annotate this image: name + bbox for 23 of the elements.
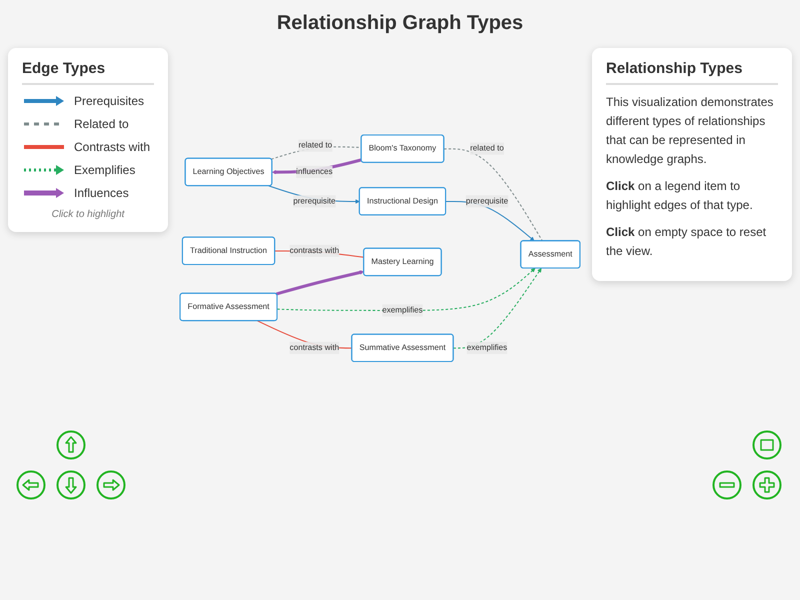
edge-label: related to <box>298 140 332 150</box>
arrow <box>276 270 364 296</box>
legend-label: Influences <box>74 186 129 200</box>
legend-label: Related to <box>74 117 129 131</box>
legend-label: Exemplifies <box>74 163 136 177</box>
arrow <box>453 268 542 348</box>
edge-label: contrasts with <box>290 246 340 255</box>
edge-label: contrasts with <box>290 343 340 352</box>
edge-label: exemplifies <box>382 306 423 314</box>
info-heading: Relationship Types <box>606 60 778 85</box>
info-paragraph: Click on a legend item to highlight edges of that type. <box>606 178 754 214</box>
edge-label: exemplifies <box>466 343 508 352</box>
edge-label: prerequisite <box>293 196 336 206</box>
legend-label: Contrasts with <box>74 140 150 154</box>
edge-label: related to <box>470 144 504 152</box>
diagram-title: Relationship Graph Types <box>276 12 524 35</box>
legend-label: Prerequisites <box>74 94 144 108</box>
info-paragraph: Click on empty space to reset the view. <box>606 224 768 260</box>
edge-label: influences <box>296 167 333 176</box>
hint-text: Click to highlight <box>50 209 126 220</box>
info-paragraph: This visualization demonstrates different types of relationships that can be represented in knowledge graphs. <box>606 94 774 168</box>
legend-heading: Edge Types <box>22 60 154 85</box>
edge-label: prerequisite <box>466 196 508 206</box>
